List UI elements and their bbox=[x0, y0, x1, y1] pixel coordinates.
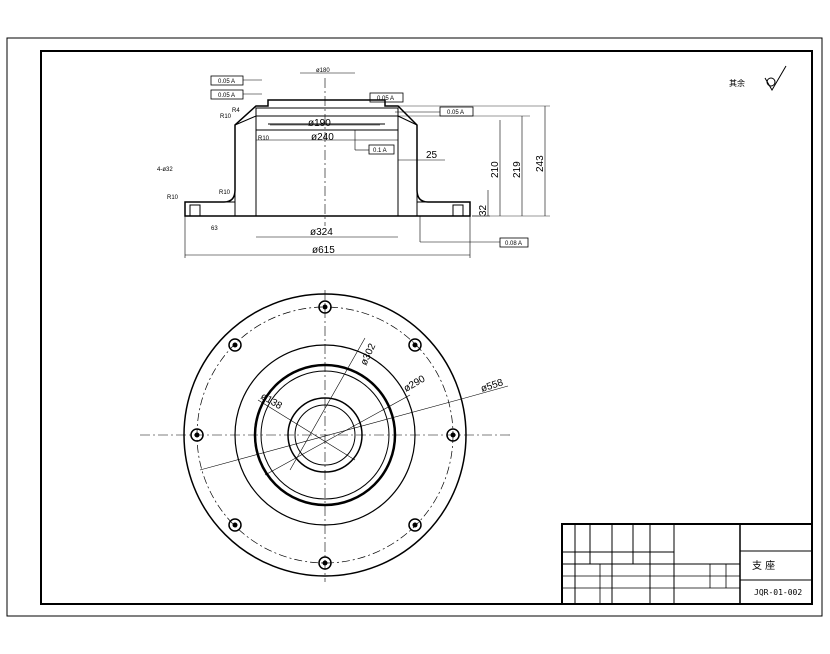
dim-holes: 4-ø32 bbox=[157, 167, 173, 173]
dim-phi240: ø240 bbox=[311, 132, 334, 143]
surface-note: 其余 bbox=[729, 78, 745, 88]
dim-r10-a: R10 bbox=[220, 114, 232, 120]
inner-frame bbox=[40, 50, 813, 605]
svg-text:0.05 A: 0.05 A bbox=[218, 79, 235, 85]
dim-r10-c: R10 bbox=[219, 190, 231, 196]
svg-text:0.05 A: 0.05 A bbox=[447, 110, 464, 116]
svg-text:0.05 A: 0.05 A bbox=[218, 93, 235, 99]
tolerance-frame-6: 0.08 A bbox=[419, 216, 529, 248]
bolt-holes bbox=[190, 300, 460, 570]
plan-view: ø558 ø290 ø302 ø138 bbox=[140, 290, 510, 582]
surface-finish-symbol: 其余 bbox=[729, 65, 787, 91]
dim-phi290: ø290 bbox=[402, 373, 428, 394]
dim-phi324: ø324 bbox=[310, 227, 333, 238]
dim-219: 219 bbox=[512, 161, 523, 178]
tolerance-frame-2: 0.05 A bbox=[210, 89, 262, 100]
dim-phi180: ø180 bbox=[316, 68, 330, 74]
dim-243: 243 bbox=[535, 155, 546, 172]
tolerance-frame-3: 0.05 A bbox=[369, 92, 404, 103]
drawing-number: JQR-01-002 bbox=[754, 588, 802, 597]
tolerance-frame-1: 0.05 A bbox=[210, 75, 262, 86]
svg-text:0.05 A: 0.05 A bbox=[377, 96, 394, 102]
outer-flange-circle bbox=[183, 293, 467, 577]
tolerance-frame-5: 0.1 A bbox=[354, 130, 395, 155]
dim-25: 25 bbox=[426, 150, 438, 161]
outer-border bbox=[6, 37, 823, 617]
dim-phi138: ø138 bbox=[259, 391, 285, 412]
dim-phi615: ø615 bbox=[312, 245, 335, 256]
tolerance-frame-4: 0.05 A bbox=[395, 106, 474, 117]
part-name: 支 座 bbox=[752, 559, 775, 572]
dim-phi190: ø190 bbox=[308, 118, 331, 129]
section-view: ø190 ø240 ø324 ø615 ø180 25 32 210 219 2… bbox=[157, 68, 550, 258]
dim-phi558: ø558 bbox=[480, 377, 505, 395]
dim-32: 32 bbox=[478, 204, 489, 216]
svg-text:0.08 A: 0.08 A bbox=[505, 241, 522, 247]
dim-phi302: ø302 bbox=[359, 342, 379, 368]
svg-text:0.1 A: 0.1 A bbox=[373, 148, 387, 154]
dim-r10-d: R10 bbox=[167, 195, 179, 201]
title-block: 支 座 JQR-01-002 bbox=[561, 523, 813, 605]
dim-210: 210 bbox=[490, 161, 501, 178]
dim-r10-b: R10 bbox=[258, 136, 270, 142]
dim-63: 63 bbox=[211, 226, 218, 232]
dim-r4: R4 bbox=[232, 108, 240, 114]
